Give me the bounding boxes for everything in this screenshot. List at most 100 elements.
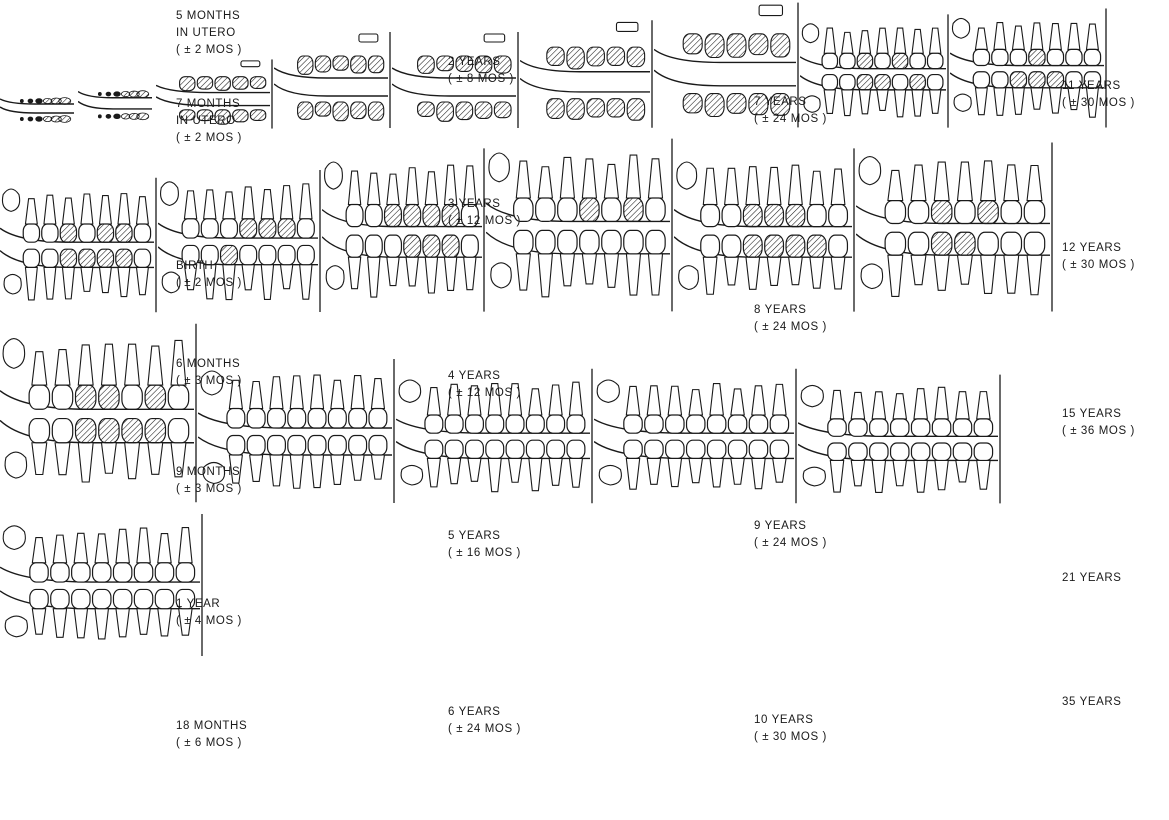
tooth-root xyxy=(77,344,94,386)
tooth-crown xyxy=(623,229,644,255)
tooth-root xyxy=(249,454,264,482)
age-label-title: 12 YEARS xyxy=(1062,242,1122,254)
tooth-crown xyxy=(297,101,314,120)
dentition-drawing xyxy=(77,90,152,121)
dentition-drawing xyxy=(855,142,1053,312)
dentition-drawing xyxy=(391,32,519,128)
tooth-bud xyxy=(58,97,72,105)
tooth-root xyxy=(646,457,662,485)
tooth-crown xyxy=(464,414,484,434)
tooth-crown xyxy=(931,418,952,437)
tooth-crown xyxy=(839,73,856,91)
tooth-root xyxy=(80,193,94,225)
dentition-drawing xyxy=(0,513,203,657)
tooth-root xyxy=(913,459,928,493)
tooth-crown xyxy=(332,101,349,122)
tooth-crown xyxy=(606,98,626,118)
tooth-root xyxy=(871,459,887,493)
dentition-drawing xyxy=(485,138,673,312)
tooth-root xyxy=(487,457,502,493)
age-label: 6 YEARS( ± 24 MOS ) xyxy=(448,704,521,738)
tooth-root xyxy=(309,454,325,489)
tooth-root xyxy=(386,256,400,287)
tooth-crown xyxy=(266,434,286,456)
tooth-crown xyxy=(889,442,910,462)
tooth-bud xyxy=(120,90,131,98)
tooth-crown xyxy=(474,101,493,120)
age-label-line: ( ± 12 MOS ) xyxy=(448,215,521,227)
tooth-crown xyxy=(364,203,383,228)
tooth-root xyxy=(367,172,381,206)
tooth-crown xyxy=(71,588,91,610)
tooth-crown xyxy=(144,384,167,410)
tooth-crown xyxy=(704,33,725,59)
tooth-bud xyxy=(58,115,72,123)
developing-molar xyxy=(598,464,622,486)
tooth-crown xyxy=(98,417,120,444)
tooth-crown xyxy=(436,101,454,122)
tooth-root xyxy=(787,164,803,206)
tooth-crown xyxy=(246,407,266,429)
tooth-crown xyxy=(287,434,307,456)
developing-molar xyxy=(325,265,345,291)
tooth-root xyxy=(667,457,683,488)
developing-molar xyxy=(801,23,820,44)
tooth-root xyxy=(43,194,57,225)
age-label-line: ( ± 30 MOS ) xyxy=(754,731,827,743)
tooth-crown xyxy=(909,52,926,70)
tooth-root xyxy=(667,385,683,416)
tooth-crown xyxy=(704,93,725,118)
tooth-bud xyxy=(113,113,121,120)
tooth-crown xyxy=(891,73,909,91)
tooth-root xyxy=(515,160,531,199)
tooth-crown xyxy=(91,562,112,583)
age-label-title: 5 MONTHS xyxy=(176,10,241,22)
age-label-title: 3 YEARS xyxy=(448,198,501,210)
tooth-crown xyxy=(219,218,239,239)
tooth-root xyxy=(147,345,164,386)
tooth-root xyxy=(447,457,462,485)
tooth-crown xyxy=(758,4,784,17)
tooth-crown xyxy=(991,48,1009,67)
tooth-crown xyxy=(827,442,847,462)
tooth-crown xyxy=(907,231,930,256)
age-label-title: 35 YEARS xyxy=(1062,696,1122,708)
tooth-root xyxy=(426,386,441,416)
age-label: 10 YEARS( ± 30 MOS ) xyxy=(754,712,827,746)
tooth-root xyxy=(124,442,141,480)
tooth-root xyxy=(330,379,345,410)
tooth-bud xyxy=(35,98,43,104)
tooth-crown xyxy=(557,197,578,222)
tooth-crown xyxy=(601,229,622,255)
tooth-crown xyxy=(232,76,249,90)
tooth-root xyxy=(260,189,275,220)
tooth-crown xyxy=(626,46,646,68)
tooth-crown xyxy=(441,234,460,258)
tooth-crown xyxy=(226,434,246,456)
tooth-crown xyxy=(91,588,112,610)
developing-molar xyxy=(3,273,22,295)
dentition-drawing xyxy=(273,32,391,128)
age-label-title: 9 MONTHS xyxy=(176,466,241,478)
tooth-crown xyxy=(460,203,479,228)
tooth-root xyxy=(94,608,110,640)
tooth-crown xyxy=(307,434,327,456)
tooth-crown xyxy=(952,442,973,462)
tooth-crown xyxy=(51,417,74,444)
age-label-line: IN UTERO xyxy=(176,115,236,127)
tooth-crown xyxy=(706,414,727,434)
tooth-crown xyxy=(874,73,891,91)
tooth-root xyxy=(933,161,950,202)
age-label-title: 18 MONTHS xyxy=(176,720,248,732)
dentition-drawing xyxy=(593,368,797,504)
tooth-crown xyxy=(706,439,727,459)
age-label: 9 MONTHS( ± 3 MOS ) xyxy=(176,464,242,498)
tooth-root xyxy=(147,442,164,475)
dentition-drawing xyxy=(0,177,157,313)
lower-jaw-outline xyxy=(519,77,650,93)
tooth-crown xyxy=(769,414,790,434)
tooth-crown xyxy=(348,434,368,456)
age-label: 5 YEARS( ± 16 MOS ) xyxy=(448,528,521,562)
tooth-root xyxy=(751,385,766,416)
dentition-drawing xyxy=(799,14,949,128)
